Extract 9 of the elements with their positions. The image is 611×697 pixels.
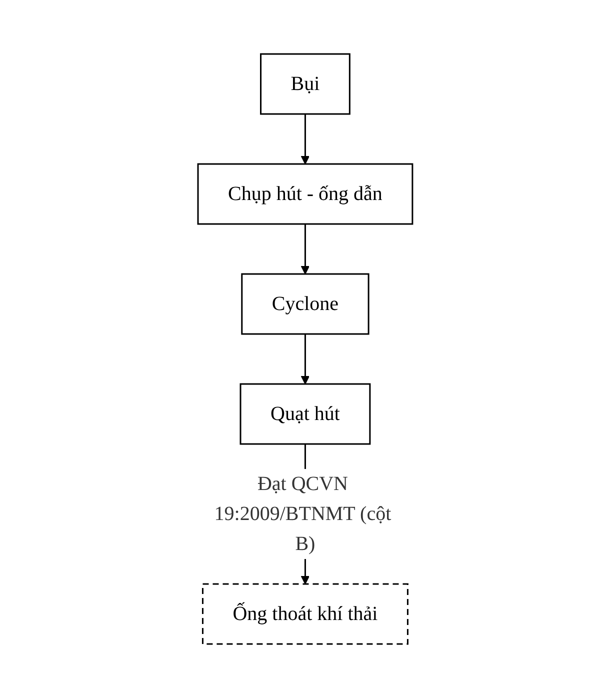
node-box: Chụp hút - ống dẫn — [198, 162, 414, 224]
node-box: Ống thoát khí thải — [202, 582, 409, 644]
node-box: Cyclone — [241, 272, 370, 334]
arrow — [301, 224, 310, 274]
node-box: Quạt hút — [240, 382, 371, 444]
node-box: Bụi — [260, 52, 351, 114]
arrow — [301, 334, 310, 384]
edge-label: Đạt QCVN 19:2009/BTNMT (cột B) — [214, 472, 392, 554]
arrow — [301, 114, 310, 164]
